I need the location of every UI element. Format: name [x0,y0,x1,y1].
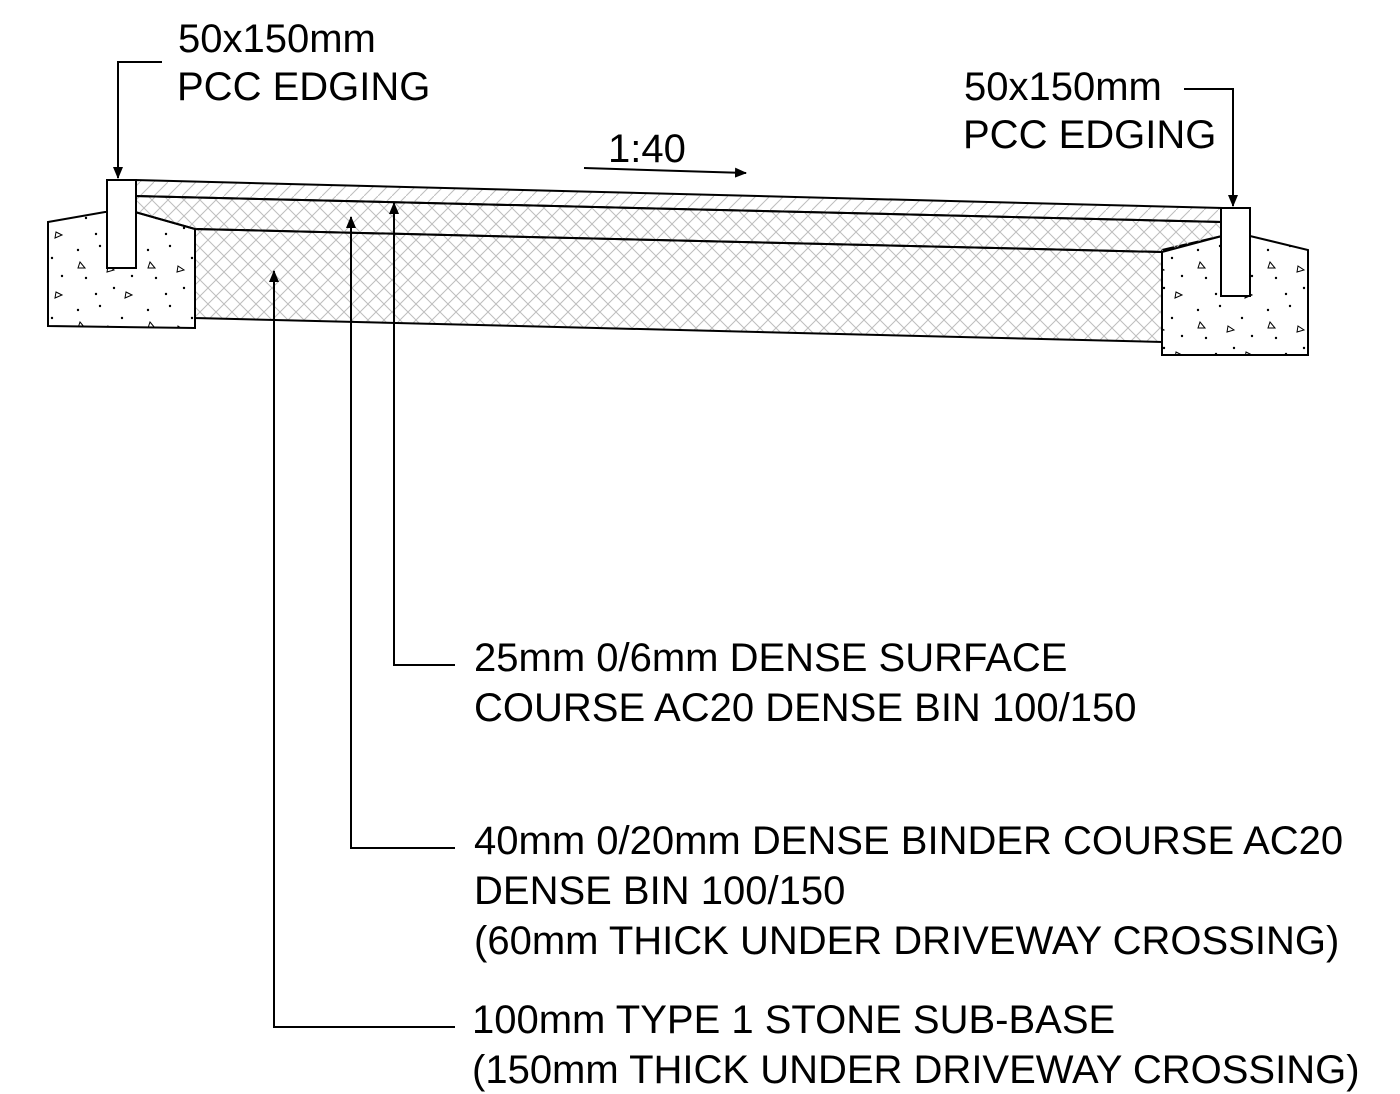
binder-course-line2: DENSE BIN 100/150 [474,869,845,913]
sub-base-leader [269,270,455,1028]
right-edging-size: 50x150mm [964,65,1162,109]
surface-course-leader [389,202,455,666]
binder-course-leader [346,216,455,849]
surface-course-line1: 25mm 0/6mm DENSE SURFACE [474,636,1067,680]
left-edging-size: 50x150mm [178,17,376,61]
fall-arrow [583,167,747,178]
right-edging-leader [1184,88,1238,207]
sub-base-line2: (150mm THICK UNDER DRIVEWAY CROSSING) [472,1048,1360,1092]
binder-course-line1: 40mm 0/20mm DENSE BINDER COURSE AC20 [474,819,1343,863]
fall-gradient-label: 1:40 [608,127,686,171]
left-pcc-edging [106,179,137,269]
binder-course-line3: (60mm THICK UNDER DRIVEWAY CROSSING) [474,919,1339,963]
left-edging-type: PCC EDGING [177,65,430,109]
right-edging-type: PCC EDGING [963,113,1216,157]
right-pcc-edging [1220,207,1251,297]
left-edging-leader [113,61,162,179]
surface-course-line2: COURSE AC20 DENSE BIN 100/150 [474,686,1137,730]
sub-base-line1: 100mm TYPE 1 STONE SUB-BASE [472,998,1115,1042]
